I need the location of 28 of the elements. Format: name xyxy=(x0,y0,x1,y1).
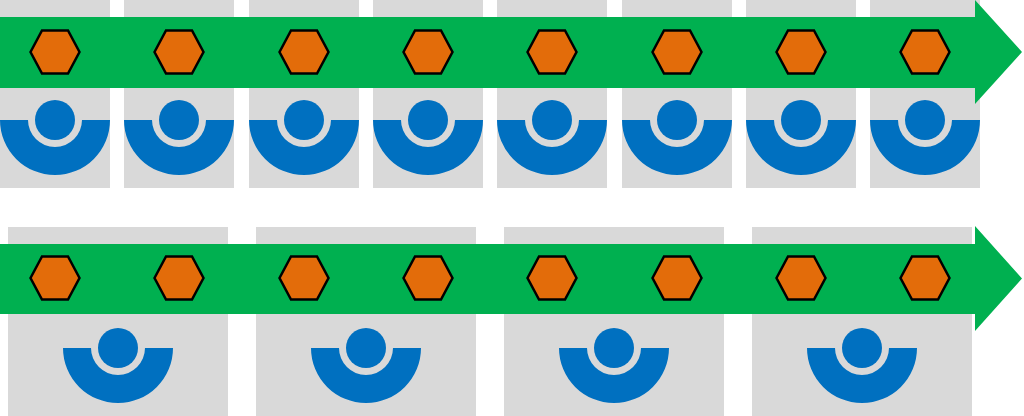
person-icon xyxy=(497,99,607,176)
person-icon xyxy=(63,327,173,404)
person-icon xyxy=(870,99,980,176)
hexagon xyxy=(651,255,703,301)
hexagon xyxy=(899,29,951,75)
person-icon xyxy=(124,99,234,176)
hexagon xyxy=(278,255,330,301)
hexagon xyxy=(402,255,454,301)
person-icon xyxy=(249,99,359,176)
hexagon xyxy=(402,29,454,75)
hexagon xyxy=(899,255,951,301)
hexagon xyxy=(153,29,205,75)
hexagon xyxy=(775,255,827,301)
hexagon xyxy=(153,255,205,301)
hexagon xyxy=(526,255,578,301)
person-icon xyxy=(311,327,421,404)
hexagon xyxy=(651,29,703,75)
person-icon xyxy=(622,99,732,176)
hexagon xyxy=(29,29,81,75)
person-icon xyxy=(559,327,669,404)
person-icon xyxy=(746,99,856,176)
person-icon xyxy=(0,99,110,176)
person-icon xyxy=(807,327,917,404)
hexagon xyxy=(278,29,330,75)
hexagon xyxy=(526,29,578,75)
hexagon xyxy=(29,255,81,301)
hexagon xyxy=(775,29,827,75)
person-icon xyxy=(373,99,483,176)
